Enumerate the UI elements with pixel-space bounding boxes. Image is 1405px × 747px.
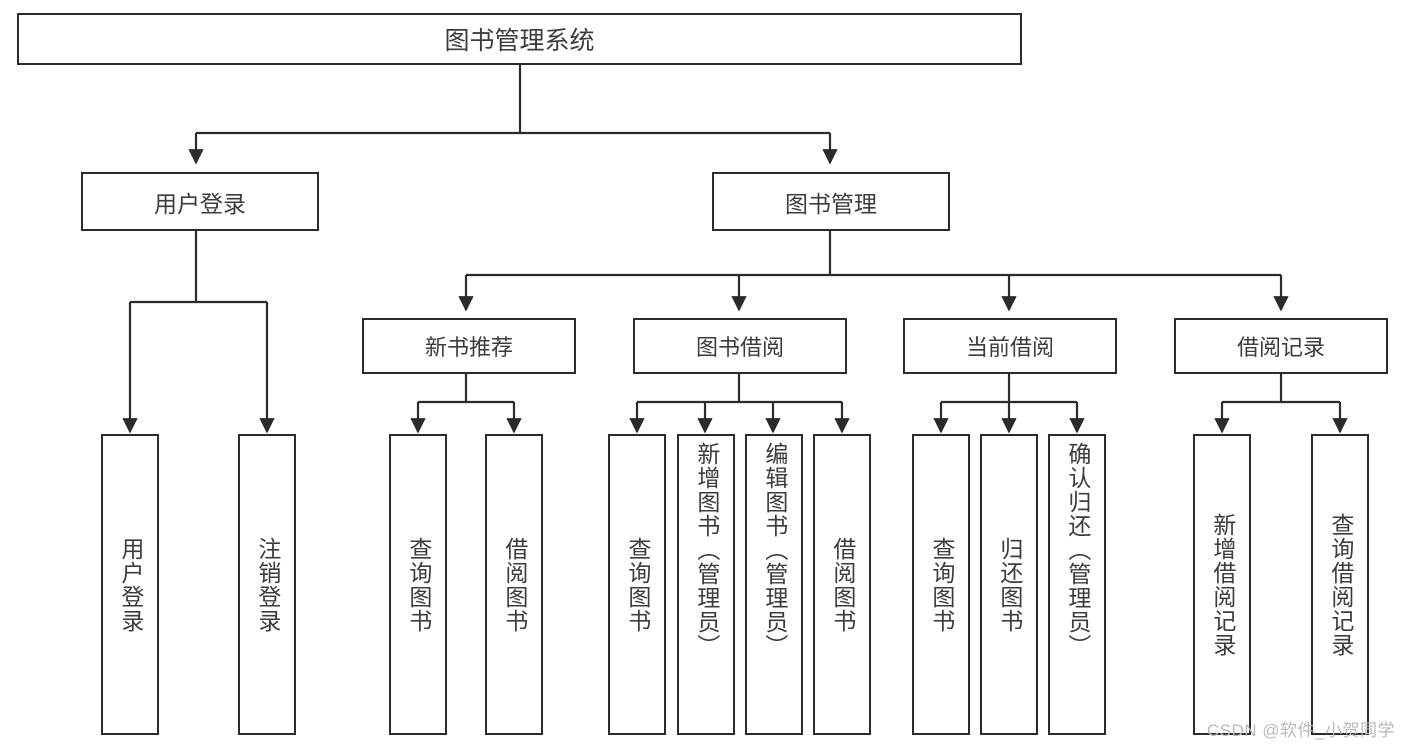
node-root-library-system[interactable]: 图书管理系统: [17, 13, 1022, 65]
leaf-label: 注销登录: [254, 536, 281, 633]
node-user-login[interactable]: 用户登录: [81, 172, 319, 231]
leaf-label: 确认归还（管理员）: [1064, 442, 1091, 658]
leaf-label: 查询图书: [928, 536, 955, 633]
leaf-label: 新增图书（管理员）: [693, 442, 720, 658]
leaf-current-borrow-query[interactable]: 查询图书: [912, 434, 970, 735]
leaf-label: 归还图书: [996, 536, 1023, 633]
leaf-borrow-record-query[interactable]: 查询借阅记录: [1311, 434, 1369, 735]
leaf-book-borrow-add-admin[interactable]: 新增图书（管理员）: [677, 434, 735, 735]
leaf-label: 新增借阅记录: [1209, 512, 1236, 657]
node-borrow-record-label: 借阅记录: [1236, 335, 1325, 360]
node-root-label: 图书管理系统: [444, 27, 595, 55]
node-book-management[interactable]: 图书管理: [712, 172, 950, 231]
leaf-borrow-record-add[interactable]: 新增借阅记录: [1193, 434, 1251, 735]
leaf-book-borrow-borrow[interactable]: 借阅图书: [813, 434, 871, 735]
leaf-label: 借阅图书: [501, 536, 528, 633]
node-current-borrow-label: 当前借阅: [965, 335, 1054, 360]
watermark: CSDN @软件_小贺同学: [1206, 721, 1395, 740]
node-new-book-recommend-label: 新书推荐: [424, 335, 513, 360]
leaf-current-borrow-confirm-admin[interactable]: 确认归还（管理员）: [1048, 434, 1106, 735]
node-book-borrow[interactable]: 图书借阅: [633, 318, 847, 374]
node-book-borrow-label: 图书借阅: [695, 335, 784, 360]
leaf-label: 用户登录: [117, 536, 144, 633]
node-borrow-record[interactable]: 借阅记录: [1174, 318, 1388, 374]
leaf-label: 借阅图书: [829, 536, 856, 633]
node-book-management-label: 图书管理: [785, 190, 877, 217]
leaf-label: 编辑图书（管理员）: [761, 442, 788, 658]
leaf-new-book-borrow[interactable]: 借阅图书: [485, 434, 543, 735]
leaf-label: 查询借阅记录: [1327, 512, 1354, 657]
leaf-user-login-signout[interactable]: 注销登录: [238, 434, 296, 735]
leaf-current-borrow-return[interactable]: 归还图书: [980, 434, 1038, 735]
leaf-label: 查询图书: [624, 536, 651, 633]
node-current-borrow[interactable]: 当前借阅: [903, 318, 1117, 374]
leaf-book-borrow-edit-admin[interactable]: 编辑图书（管理员）: [745, 434, 803, 735]
node-user-login-label: 用户登录: [154, 190, 246, 217]
leaf-user-login-signin[interactable]: 用户登录: [101, 434, 159, 735]
leaf-book-borrow-query[interactable]: 查询图书: [608, 434, 666, 735]
leaf-label: 查询图书: [405, 536, 432, 633]
node-new-book-recommend[interactable]: 新书推荐: [362, 318, 576, 374]
leaf-new-book-query[interactable]: 查询图书: [389, 434, 447, 735]
